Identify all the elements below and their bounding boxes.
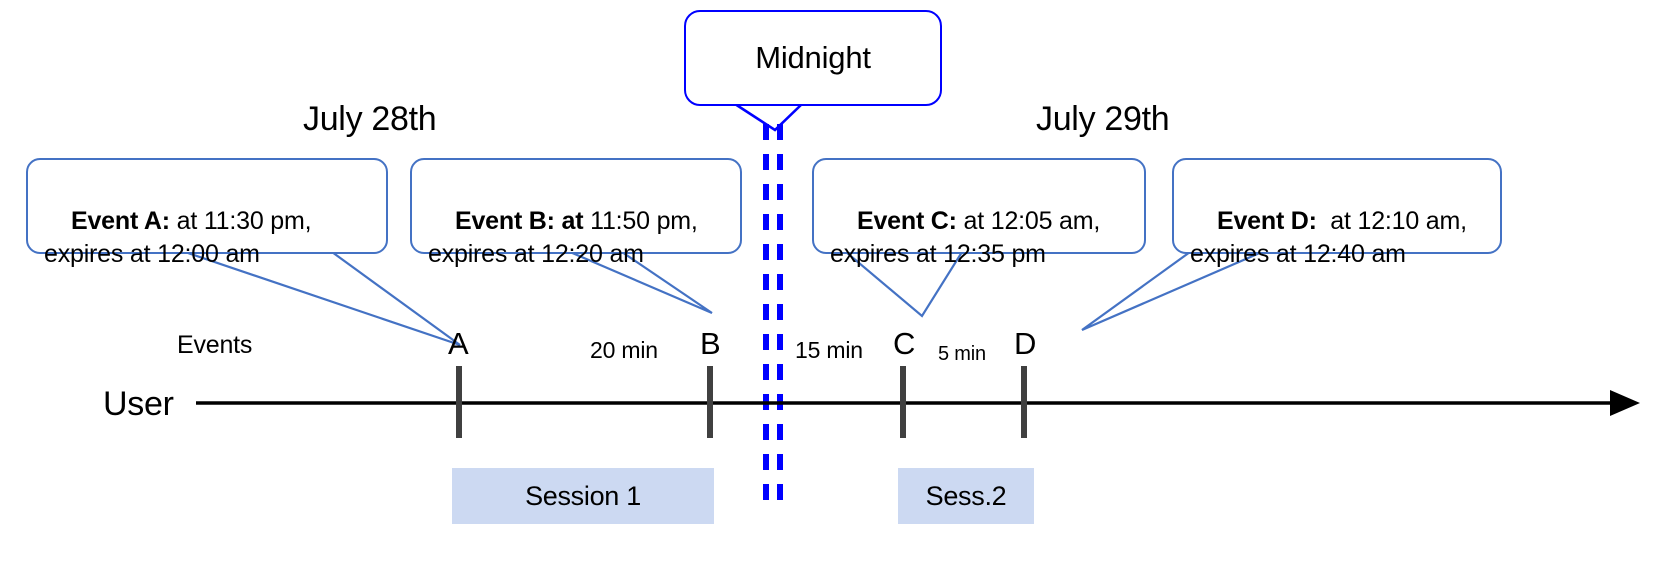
event-d-bold: Event D:	[1216, 207, 1317, 235]
event-a-bold: Event A:	[70, 207, 170, 235]
event-a-rest: at 11:30 pm, expires at 12:00 am	[44, 207, 312, 268]
midnight-label: Midnight	[755, 40, 871, 75]
event-callout-c: Event C: at 12:05 am, expires at 12:35 p…	[812, 158, 1146, 268]
session-bar-2: Sess.2	[898, 468, 1034, 524]
session-1-label: Session 1	[525, 480, 641, 511]
events-row-label: Events	[177, 331, 253, 359]
session-2-label: Sess.2	[925, 480, 1007, 511]
marker-label-b: B	[700, 326, 721, 361]
gap-label-cd: 5 min	[938, 343, 986, 365]
marker-label-c: C	[893, 326, 916, 361]
date-label-right: July 29th	[1036, 100, 1170, 138]
midnight-callout: Midnight	[684, 10, 942, 106]
user-row-label: User	[103, 385, 174, 423]
event-d-rest: at 12:10 am, expires at 12:40 am	[1190, 207, 1467, 268]
event-callout-d: Event D: at 12:10 am, expires at 12:40 a…	[1172, 158, 1502, 268]
event-c-rest: at 12:05 am, expires at 12:35 pm	[830, 207, 1101, 268]
midnight-bubble-tail	[734, 102, 803, 132]
timeline-axis	[196, 390, 1640, 416]
event-callout-a: Event A: at 11:30 pm, expires at 12:00 a…	[26, 158, 388, 268]
marker-label-a: A	[448, 326, 469, 361]
event-c-bold: Event C:	[856, 207, 957, 235]
event-b-bold: Event B: at	[454, 207, 584, 235]
event-callout-b: Event B: at 11:50 pm, expires at 12:20 a…	[410, 158, 742, 268]
event-b-rest: 11:50 pm, expires at 12:20 am	[428, 207, 698, 268]
midnight-dashed-line	[763, 124, 783, 506]
session-bar-1: Session 1	[452, 468, 714, 524]
date-label-left: July 28th	[303, 100, 437, 138]
gap-label-ab: 20 min	[590, 337, 658, 363]
gap-label-bc: 15 min	[795, 337, 863, 363]
marker-label-d: D	[1014, 326, 1037, 361]
